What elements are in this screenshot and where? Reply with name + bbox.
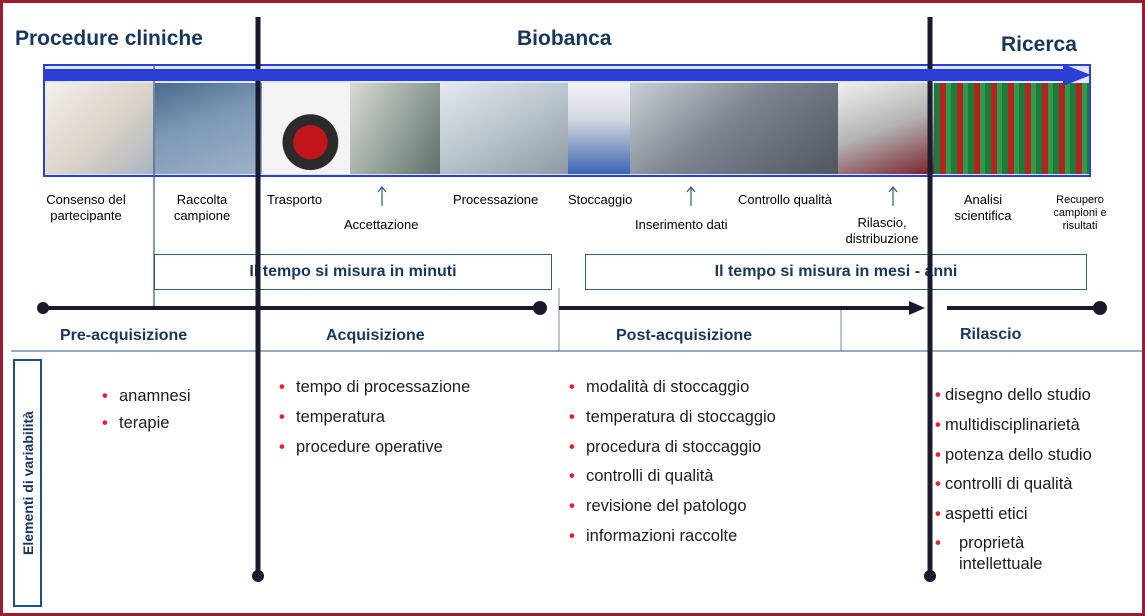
timeline-arrow xyxy=(43,64,1091,86)
data-entry-photo xyxy=(630,83,838,174)
acceptance-up-arrow-icon xyxy=(377,186,387,206)
step-recovery-text: Recupero campioni e risultati xyxy=(1053,194,1107,233)
step-consent-text: Consenso del partecipante xyxy=(46,192,126,223)
step-release: Rilascio, distribuzione xyxy=(836,215,928,246)
surgery-photo xyxy=(155,83,262,174)
step-data-entry: Inserimento dati xyxy=(635,217,728,232)
step-processing: Processazione xyxy=(453,192,539,207)
post-acquisition-list: modalità di stoccaggio temperatura di st… xyxy=(569,378,776,547)
pre-acquisition-list: anamnesi terapie xyxy=(102,387,191,434)
step-recovery: Recupero campioni e risultati xyxy=(1045,194,1115,234)
time-minutes-box: Il tempo si misura in minuti xyxy=(154,254,552,290)
header-biobank: Biobanca xyxy=(517,27,612,50)
consent-photo xyxy=(45,83,155,174)
step-collection: Raccolta campione xyxy=(165,192,239,223)
acquisition-list: tempo di processazione temperatura proce… xyxy=(279,378,470,457)
axis-lines xyxy=(11,17,1142,582)
microarray-photo xyxy=(934,83,1089,174)
step-acceptance: Accettazione xyxy=(344,217,419,232)
storage-freezer-photo xyxy=(568,83,630,174)
list-item: controlli di qualità xyxy=(935,475,1092,495)
step-collection-text: Raccolta campione xyxy=(173,192,231,223)
step-analysis-text: Analisi scientifica xyxy=(954,192,1012,223)
quality-control-photo xyxy=(838,83,934,174)
list-item: potenza dello studio xyxy=(935,446,1092,466)
variability-label: Elementi di variabilità xyxy=(19,411,36,555)
list-item: terapie xyxy=(102,414,191,434)
list-item: multidisciplinarietà xyxy=(935,416,1092,436)
list-item: tempo di processazione xyxy=(279,378,470,398)
list-item: temperatura xyxy=(279,408,470,428)
step-transport: Trasporto xyxy=(267,192,323,207)
list-item: revisione del patologo xyxy=(569,497,776,517)
step-consent: Consenso del partecipante xyxy=(34,192,138,223)
step-analysis: Analisi scientifica xyxy=(945,192,1021,223)
phase-post-acquisition: Post-acquisizione xyxy=(616,327,753,344)
data-entry-up-arrow-icon xyxy=(686,186,696,206)
phase-pre-acquisition: Pre-acquisizione xyxy=(60,327,188,344)
header-clinical-procedures: Procedure cliniche xyxy=(15,27,203,50)
release-up-arrow-icon xyxy=(888,186,898,206)
list-item: anamnesi xyxy=(102,387,191,407)
phase-release: Rilascio xyxy=(960,326,1022,343)
step-quality-control: Controllo qualità xyxy=(738,192,832,207)
transport-robot-photo xyxy=(262,83,350,174)
variability-label-box: Elementi di variabilità xyxy=(13,359,42,607)
list-item: temperatura di stoccaggio xyxy=(569,408,776,428)
lab-acceptance-photo xyxy=(350,83,440,174)
list-item: informazioni raccolte xyxy=(569,527,776,547)
list-item: proprietà intellettuale xyxy=(935,533,1069,576)
list-item: controlli di qualità xyxy=(569,467,776,487)
processing-photo xyxy=(440,83,568,174)
list-item: aspetti etici xyxy=(935,505,1092,525)
list-item: disegno dello studio xyxy=(935,386,1092,406)
list-item: procedura di stoccaggio xyxy=(569,438,776,458)
step-release-text: Rilascio, distribuzione xyxy=(845,215,919,246)
list-item: procedure operative xyxy=(279,438,470,458)
photo-strip xyxy=(43,64,1091,177)
header-research: Ricerca xyxy=(1001,33,1077,56)
list-item: modalità di stoccaggio xyxy=(569,378,776,398)
phase-acquisition: Acquisizione xyxy=(326,327,425,344)
step-storage: Stoccaggio xyxy=(568,192,633,207)
time-months-box: Il tempo si misura in mesi - anni xyxy=(585,254,1087,290)
release-list: disegno dello studio multidisciplinariet… xyxy=(935,386,1092,576)
